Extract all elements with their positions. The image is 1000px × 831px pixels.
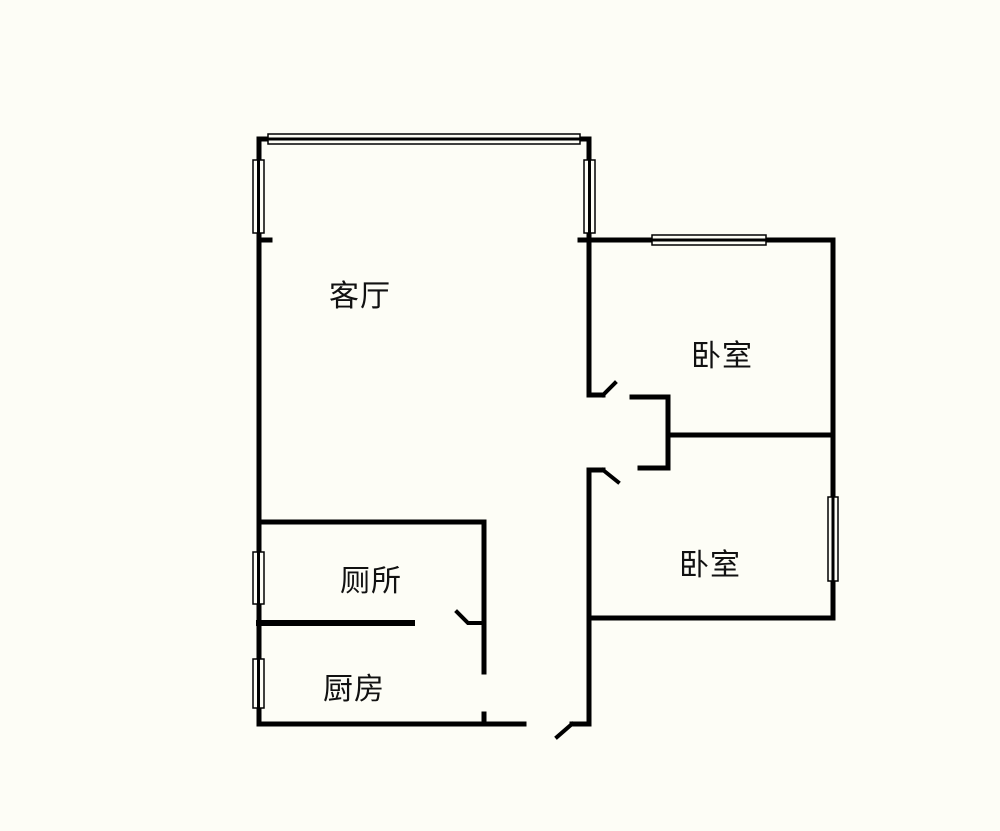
door-toilet (454, 609, 486, 625)
door-bedroom-2 (600, 467, 621, 485)
room-label-bedroom-2: 卧室 (679, 548, 741, 583)
door-entrance (554, 721, 575, 740)
wall-toilet-top (256, 519, 487, 625)
room-label-toilet: 厕所 (340, 564, 402, 599)
wall-closet (629, 394, 671, 471)
door-bedroom-1 (600, 380, 618, 398)
wall-living-right-mid (586, 237, 606, 398)
wall-living-right-lower (569, 467, 606, 727)
room-label-kitchen: 厨房 (323, 672, 385, 707)
room-label-living-room: 客厅 (329, 279, 391, 314)
room-label-bedroom-1: 卧室 (691, 339, 753, 374)
